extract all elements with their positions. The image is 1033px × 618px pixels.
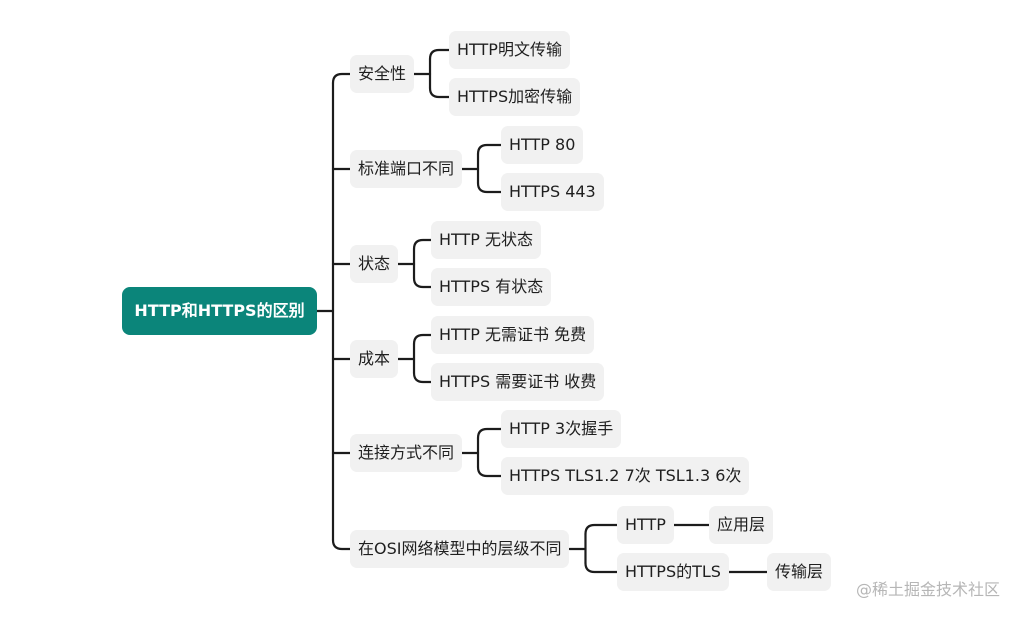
leaf-node-https-encrypted[interactable]: HTTPS加密传输 — [449, 78, 581, 116]
connector-pair-upper-1 — [476, 143, 503, 156]
connector-pair-upper-0 — [428, 48, 451, 61]
connector-pair-lower-0 — [428, 86, 451, 99]
leaf-node-transport-layer[interactable]: 传输层 — [767, 553, 832, 591]
leaf-node-https-handshake[interactable]: HTTPS TLS1.2 7次 TSL1.3 6次 — [501, 457, 750, 495]
leaf-node-https-paid[interactable]: HTTPS 需要证书 收费 — [431, 363, 605, 401]
connector-pair-lower-1 — [476, 181, 503, 194]
leaf-node-http-free[interactable]: HTTP 无需证书 免费 — [431, 316, 595, 354]
leaf-node-http-stateless[interactable]: HTTP 无状态 — [431, 221, 542, 259]
connector-pair-upper-2 — [412, 238, 433, 251]
branch-node-security[interactable]: 安全性 — [350, 55, 415, 93]
leaf-node-https-443[interactable]: HTTPS 443 — [501, 173, 604, 211]
branch-node-cost[interactable]: 成本 — [350, 340, 399, 378]
connector-pair-lower-4 — [476, 465, 503, 478]
connector-pair-lower-5 — [584, 561, 619, 574]
connector-pair-upper-5 — [584, 523, 619, 536]
branch-node-connection-method[interactable]: 连接方式不同 — [350, 434, 463, 472]
root-node[interactable]: HTTP和HTTPS的区别 — [122, 287, 317, 335]
connector-pair-lower-3 — [412, 371, 433, 384]
connector-pair-upper-3 — [412, 333, 433, 346]
connector-pair-upper-4 — [476, 427, 503, 440]
connector-pair-lower-2 — [412, 276, 433, 289]
leaf-node-http-handshake[interactable]: HTTP 3次握手 — [501, 410, 622, 448]
leaf-node-http-layer[interactable]: HTTP — [617, 506, 674, 544]
branch-node-osi-layer[interactable]: 在OSI网络模型中的层级不同 — [350, 530, 570, 568]
connector-branch-5 — [331, 538, 352, 551]
leaf-node-http-plaintext[interactable]: HTTP明文传输 — [449, 31, 570, 69]
leaf-node-application-layer[interactable]: 应用层 — [709, 506, 774, 544]
leaf-node-http-80[interactable]: HTTP 80 — [501, 126, 584, 164]
branch-node-standard-port[interactable]: 标准端口不同 — [350, 150, 463, 188]
connector-branch-0 — [331, 72, 352, 85]
watermark-text: @稀土掘金技术社区 — [856, 580, 1001, 599]
leaf-node-https-tls-layer[interactable]: HTTPS的TLS — [617, 553, 729, 591]
branch-node-state[interactable]: 状态 — [350, 245, 399, 283]
leaf-node-https-stateful[interactable]: HTTPS 有状态 — [431, 268, 552, 306]
